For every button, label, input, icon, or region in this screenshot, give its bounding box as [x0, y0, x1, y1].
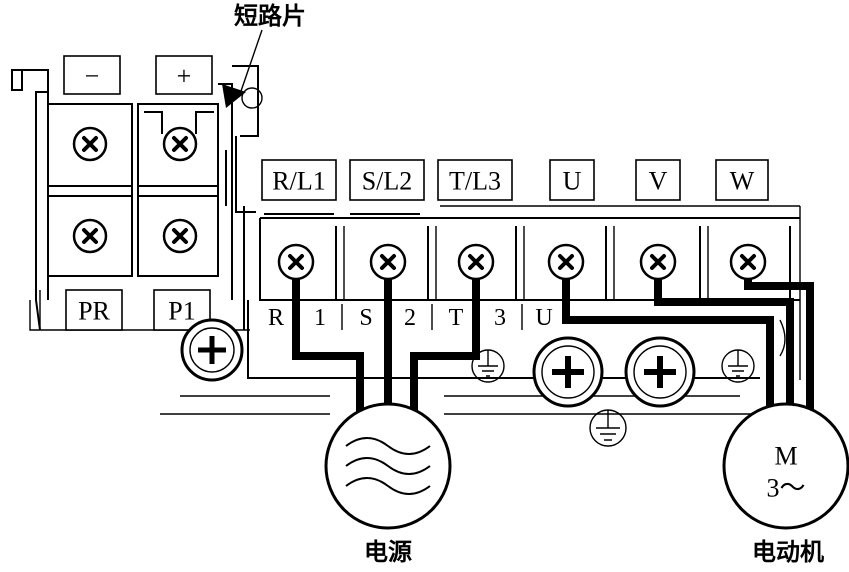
shorting-bar-callout: 短路片: [222, 2, 306, 109]
terminal-r-l1-label: R/L1: [272, 167, 325, 196]
dc-terminal-labels: − +: [63, 55, 213, 95]
strip-mark-2: 2: [404, 305, 416, 331]
dc-block-screws: [72, 126, 198, 254]
screw-p1: [162, 218, 198, 254]
motor-symbol: M 3～ 电动机: [722, 402, 849, 566]
strip-mark-t: T: [449, 305, 464, 331]
power-wires: [292, 278, 480, 418]
ground-icon-left: [471, 349, 505, 383]
screw-minus-top: [72, 126, 108, 162]
screw-u: [547, 243, 585, 281]
terminal-u-label: U: [563, 167, 582, 196]
motor-wires: [562, 278, 814, 412]
motor-symbol-3phase: 3～: [766, 474, 805, 503]
screw-s-l2: [369, 243, 407, 281]
power-source-symbol: 电源: [324, 402, 452, 566]
pr-label: PR: [78, 297, 110, 326]
p1-label: P1: [168, 297, 195, 326]
strip-mark-r: R: [268, 305, 284, 331]
screw-v: [639, 243, 677, 281]
screw-plus-top: [162, 126, 198, 162]
strip-markings: R 1 S 2 T 3 U: [268, 304, 553, 331]
ground-icon-right: [721, 349, 755, 383]
motor-label: 电动机: [752, 538, 824, 566]
strip-mark-3: 3: [494, 305, 506, 331]
terminal-t-l3-label: T/L3: [449, 167, 501, 196]
motor-symbol-m: M: [774, 442, 797, 471]
dc-plus-label: +: [177, 62, 192, 91]
shorting-bar-label: 短路片: [234, 2, 306, 30]
ground-screw-left: [180, 318, 244, 382]
ground-terminals: [471, 336, 755, 447]
terminal-s-l2-label: S/L2: [362, 167, 413, 196]
dc-terminal-housing: [11, 65, 259, 331]
dc-minus-label: −: [85, 62, 100, 91]
strip-mark-s: S: [359, 305, 372, 331]
terminal-v-label: V: [649, 167, 668, 196]
strip-mark-u: U: [535, 305, 552, 331]
main-terminal-screws: [277, 243, 767, 281]
ground-icon-bottom: [589, 409, 627, 447]
power-source-label: 电源: [364, 538, 412, 566]
strip-mark-1: 1: [314, 305, 326, 331]
ground-screw-center-left: [532, 336, 604, 408]
screw-pr: [72, 218, 108, 254]
screw-w: [729, 243, 767, 281]
main-terminal-housing: [160, 205, 801, 415]
screw-t-l3: [457, 243, 495, 281]
ground-screw-center-right: [624, 336, 696, 408]
terminal-labels: R/L1 S/L2 T/L3 U V W: [261, 159, 769, 201]
terminal-w-label: W: [730, 167, 755, 196]
brake-terminal-labels: PR P1: [65, 289, 211, 331]
screw-r-l1: [277, 243, 315, 281]
